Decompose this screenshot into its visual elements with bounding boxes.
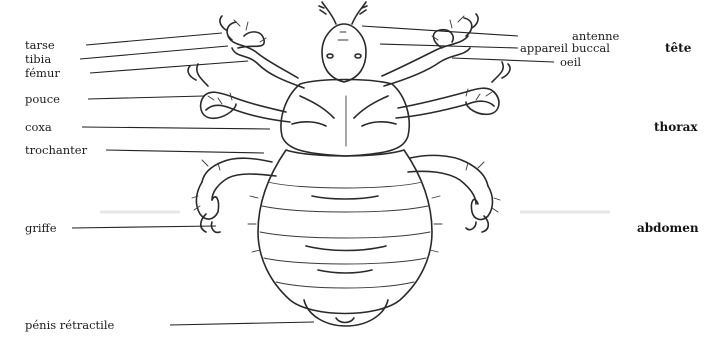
label-oeil: oeil [560,55,581,69]
leader-antenne [362,26,518,36]
label-trochanter: trochanter [25,143,88,157]
louse-abdomen [248,150,442,314]
label-pouce: pouce [25,92,60,106]
region-thorax: thorax [654,120,698,134]
leader-tibia [80,46,228,59]
region-abdomen: abdomen [637,221,699,235]
label-appareil-buccal: appareil buccal [520,41,610,55]
label-tibia: tibia [25,52,51,66]
region-tete: tête [665,41,692,55]
leader-femur [90,61,248,73]
leader-penis [170,322,314,325]
leader-trochanter [106,150,264,153]
leader-griffe [72,226,216,228]
label-femur: fémur [25,66,60,80]
front-right-leg [382,14,478,86]
leader-coxa [82,127,270,129]
label-griffe: griffe [25,221,57,235]
leader-tarse [86,33,222,45]
label-tarse: tarse [25,38,55,52]
middle-right-leg [396,62,510,118]
front-left-leg [220,16,304,88]
louse-thorax [281,80,409,157]
middle-left-leg [188,64,290,122]
hind-right-leg [408,155,500,232]
leader-oeil [452,58,554,62]
leader-pouce [88,96,204,99]
label-penis: pénis rétractile [25,318,115,332]
louse-head [319,2,367,82]
label-coxa: coxa [25,120,52,134]
